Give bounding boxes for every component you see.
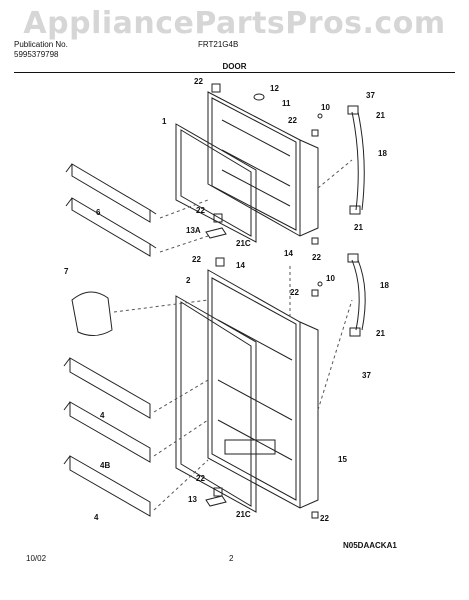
door-shelf-3 xyxy=(63,455,151,517)
assembly-lines xyxy=(113,159,353,511)
callout-37: 37 xyxy=(362,371,371,380)
header-divider xyxy=(14,72,455,73)
callout-21: 21 xyxy=(376,329,385,338)
door-shelf-2 xyxy=(63,401,151,463)
callout-18: 18 xyxy=(378,149,387,158)
callout-14: 14 xyxy=(236,261,245,270)
freezer-shelf-lower xyxy=(65,197,157,257)
publication-label: Publication No. xyxy=(14,40,68,49)
callout-22: 22 xyxy=(312,253,321,262)
callout-22: 22 xyxy=(194,77,203,86)
callout-18: 18 xyxy=(380,281,389,290)
callout-21C: 21C xyxy=(236,239,251,248)
freezer-door-panel xyxy=(207,91,319,237)
callout-10: 10 xyxy=(321,103,330,112)
callout-21: 21 xyxy=(376,111,385,120)
hinge-top xyxy=(211,83,265,101)
callout-11: 11 xyxy=(282,99,291,108)
diagram-code: N05DAACKA1 xyxy=(343,541,397,550)
footer-date: 10/02 xyxy=(26,554,47,563)
callout-15: 15 xyxy=(338,455,347,464)
hinge-bottom xyxy=(205,487,227,507)
fresh-food-door-panel xyxy=(207,269,319,509)
freezer-handle xyxy=(347,105,365,215)
door-shelf-1 xyxy=(63,357,151,419)
callout-13A: 13A xyxy=(186,226,201,235)
callout-7: 7 xyxy=(64,267,69,276)
callout-13: 13 xyxy=(188,495,197,504)
fresh-food-door-gasket xyxy=(175,295,257,513)
callout-22: 22 xyxy=(320,514,329,523)
callout-2: 2 xyxy=(186,276,191,285)
model-number: FRT21G4B xyxy=(198,40,239,49)
callout-22: 22 xyxy=(288,116,297,125)
callout-4: 4 xyxy=(100,411,105,420)
callout-14: 14 xyxy=(284,249,293,258)
fresh-food-handle xyxy=(347,253,366,337)
callout-6: 6 xyxy=(96,208,101,217)
freezer-shelf-upper xyxy=(65,163,157,223)
callout-22: 22 xyxy=(192,255,201,264)
callout-1: 1 xyxy=(162,117,167,126)
callout-21: 21 xyxy=(354,223,363,232)
screws xyxy=(311,113,323,519)
callout-22: 22 xyxy=(196,474,205,483)
callout-21C: 21C xyxy=(236,510,251,519)
publication-number: 5995379798 xyxy=(14,50,59,59)
callout-10: 10 xyxy=(326,274,335,283)
freezer-door-gasket xyxy=(175,123,257,243)
callout-37: 37 xyxy=(366,91,375,100)
ice-bucket xyxy=(71,291,113,336)
callout-4: 4 xyxy=(94,513,99,522)
callout-22: 22 xyxy=(290,288,299,297)
watermark: AppliancePartsPros.com xyxy=(23,6,446,41)
callouts: 22 12 11 10 22 1 37 21 18 6 22 13A 21C 2… xyxy=(64,77,389,523)
section-title: DOOR xyxy=(222,62,247,71)
callout-22: 22 xyxy=(196,206,205,215)
page-number: 2 xyxy=(229,554,234,563)
callout-12: 12 xyxy=(270,84,279,93)
callout-4B: 4B xyxy=(100,461,110,470)
hinge-middle xyxy=(205,213,227,267)
